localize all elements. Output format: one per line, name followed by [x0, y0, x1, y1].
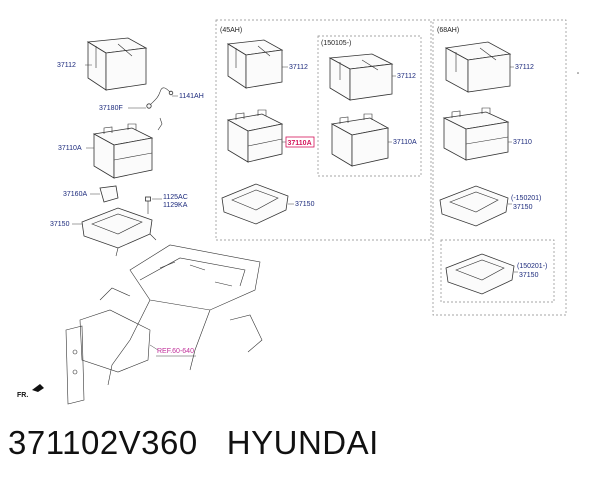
- frame-68ah: [432, 19, 567, 316]
- battery-tray-68ah-b[interactable]: [445, 253, 515, 295]
- label-tray-68ah: 37150: [513, 204, 533, 211]
- label-group-68ah: (68AH): [437, 27, 459, 34]
- battery-tray-68ah[interactable]: [439, 185, 509, 227]
- vehicle-frame: [65, 244, 263, 405]
- battery-45ah[interactable]: [226, 109, 284, 163]
- battery-box-150105[interactable]: [328, 53, 394, 101]
- battery-tray-left[interactable]: [81, 207, 157, 257]
- label-battery-left: 37110A: [58, 145, 82, 152]
- battery-150105[interactable]: [330, 113, 390, 167]
- label-group-45ah: (45AH): [220, 27, 242, 34]
- frame-150201: [440, 239, 555, 303]
- battery-box-68ah[interactable]: [444, 41, 512, 93]
- caption-brand: HYUNDAI: [226, 424, 379, 461]
- label-tray-68ah-code: (-150201): [511, 195, 541, 202]
- battery-tray-45ah[interactable]: [221, 183, 289, 225]
- frame-150105: [317, 35, 422, 177]
- label-tray-68ah-b-code: (150201-): [517, 263, 547, 270]
- label-group-150105: (150105-): [321, 40, 351, 47]
- bolt[interactable]: [145, 196, 151, 214]
- label-bolt-1: 1125AC: [163, 194, 188, 201]
- label-sensor-1: 1141AH: [179, 93, 204, 100]
- front-arrow-icon: [32, 384, 44, 392]
- label-ref: REF.60-640: [157, 348, 194, 355]
- battery-box-left[interactable]: [86, 37, 148, 91]
- battery-68ah[interactable]: [442, 107, 510, 161]
- highlight-box[interactable]: [285, 136, 315, 148]
- parts-diagram: 37112 1141AH 37180F 37110A 37160A 1125AC…: [17, 19, 579, 405]
- caption: 371102V360 HYUNDAI: [8, 424, 379, 462]
- battery-left[interactable]: [92, 123, 154, 179]
- label-battery-150105: 37110A: [393, 139, 417, 146]
- label-tray-45ah: 37150: [295, 201, 315, 208]
- dot-marker: [577, 72, 579, 74]
- battery-clamp[interactable]: [99, 185, 119, 203]
- label-sensor-2: 37180F: [99, 105, 123, 112]
- battery-box-45ah[interactable]: [226, 39, 284, 89]
- label-box-68ah: 37112: [515, 64, 534, 71]
- label-box-45ah: 37112: [289, 64, 308, 71]
- label-fr: FR.: [17, 392, 28, 399]
- label-battery-68ah: 37110: [513, 139, 532, 146]
- label-bolt-2: 1129KA: [163, 202, 188, 209]
- label-box-150105: 37112: [397, 73, 416, 80]
- caption-part-number: 371102V360: [8, 424, 198, 461]
- battery-sensor[interactable]: [146, 87, 174, 131]
- label-tray-left: 37150: [50, 221, 70, 228]
- label-battery-45ah: 37110A: [288, 140, 312, 147]
- label-box-left: 37112: [57, 62, 76, 69]
- label-tray-68ah-b: 37150: [519, 272, 539, 279]
- label-clamp: 37160A: [63, 191, 87, 198]
- frame-45ah: [215, 19, 432, 241]
